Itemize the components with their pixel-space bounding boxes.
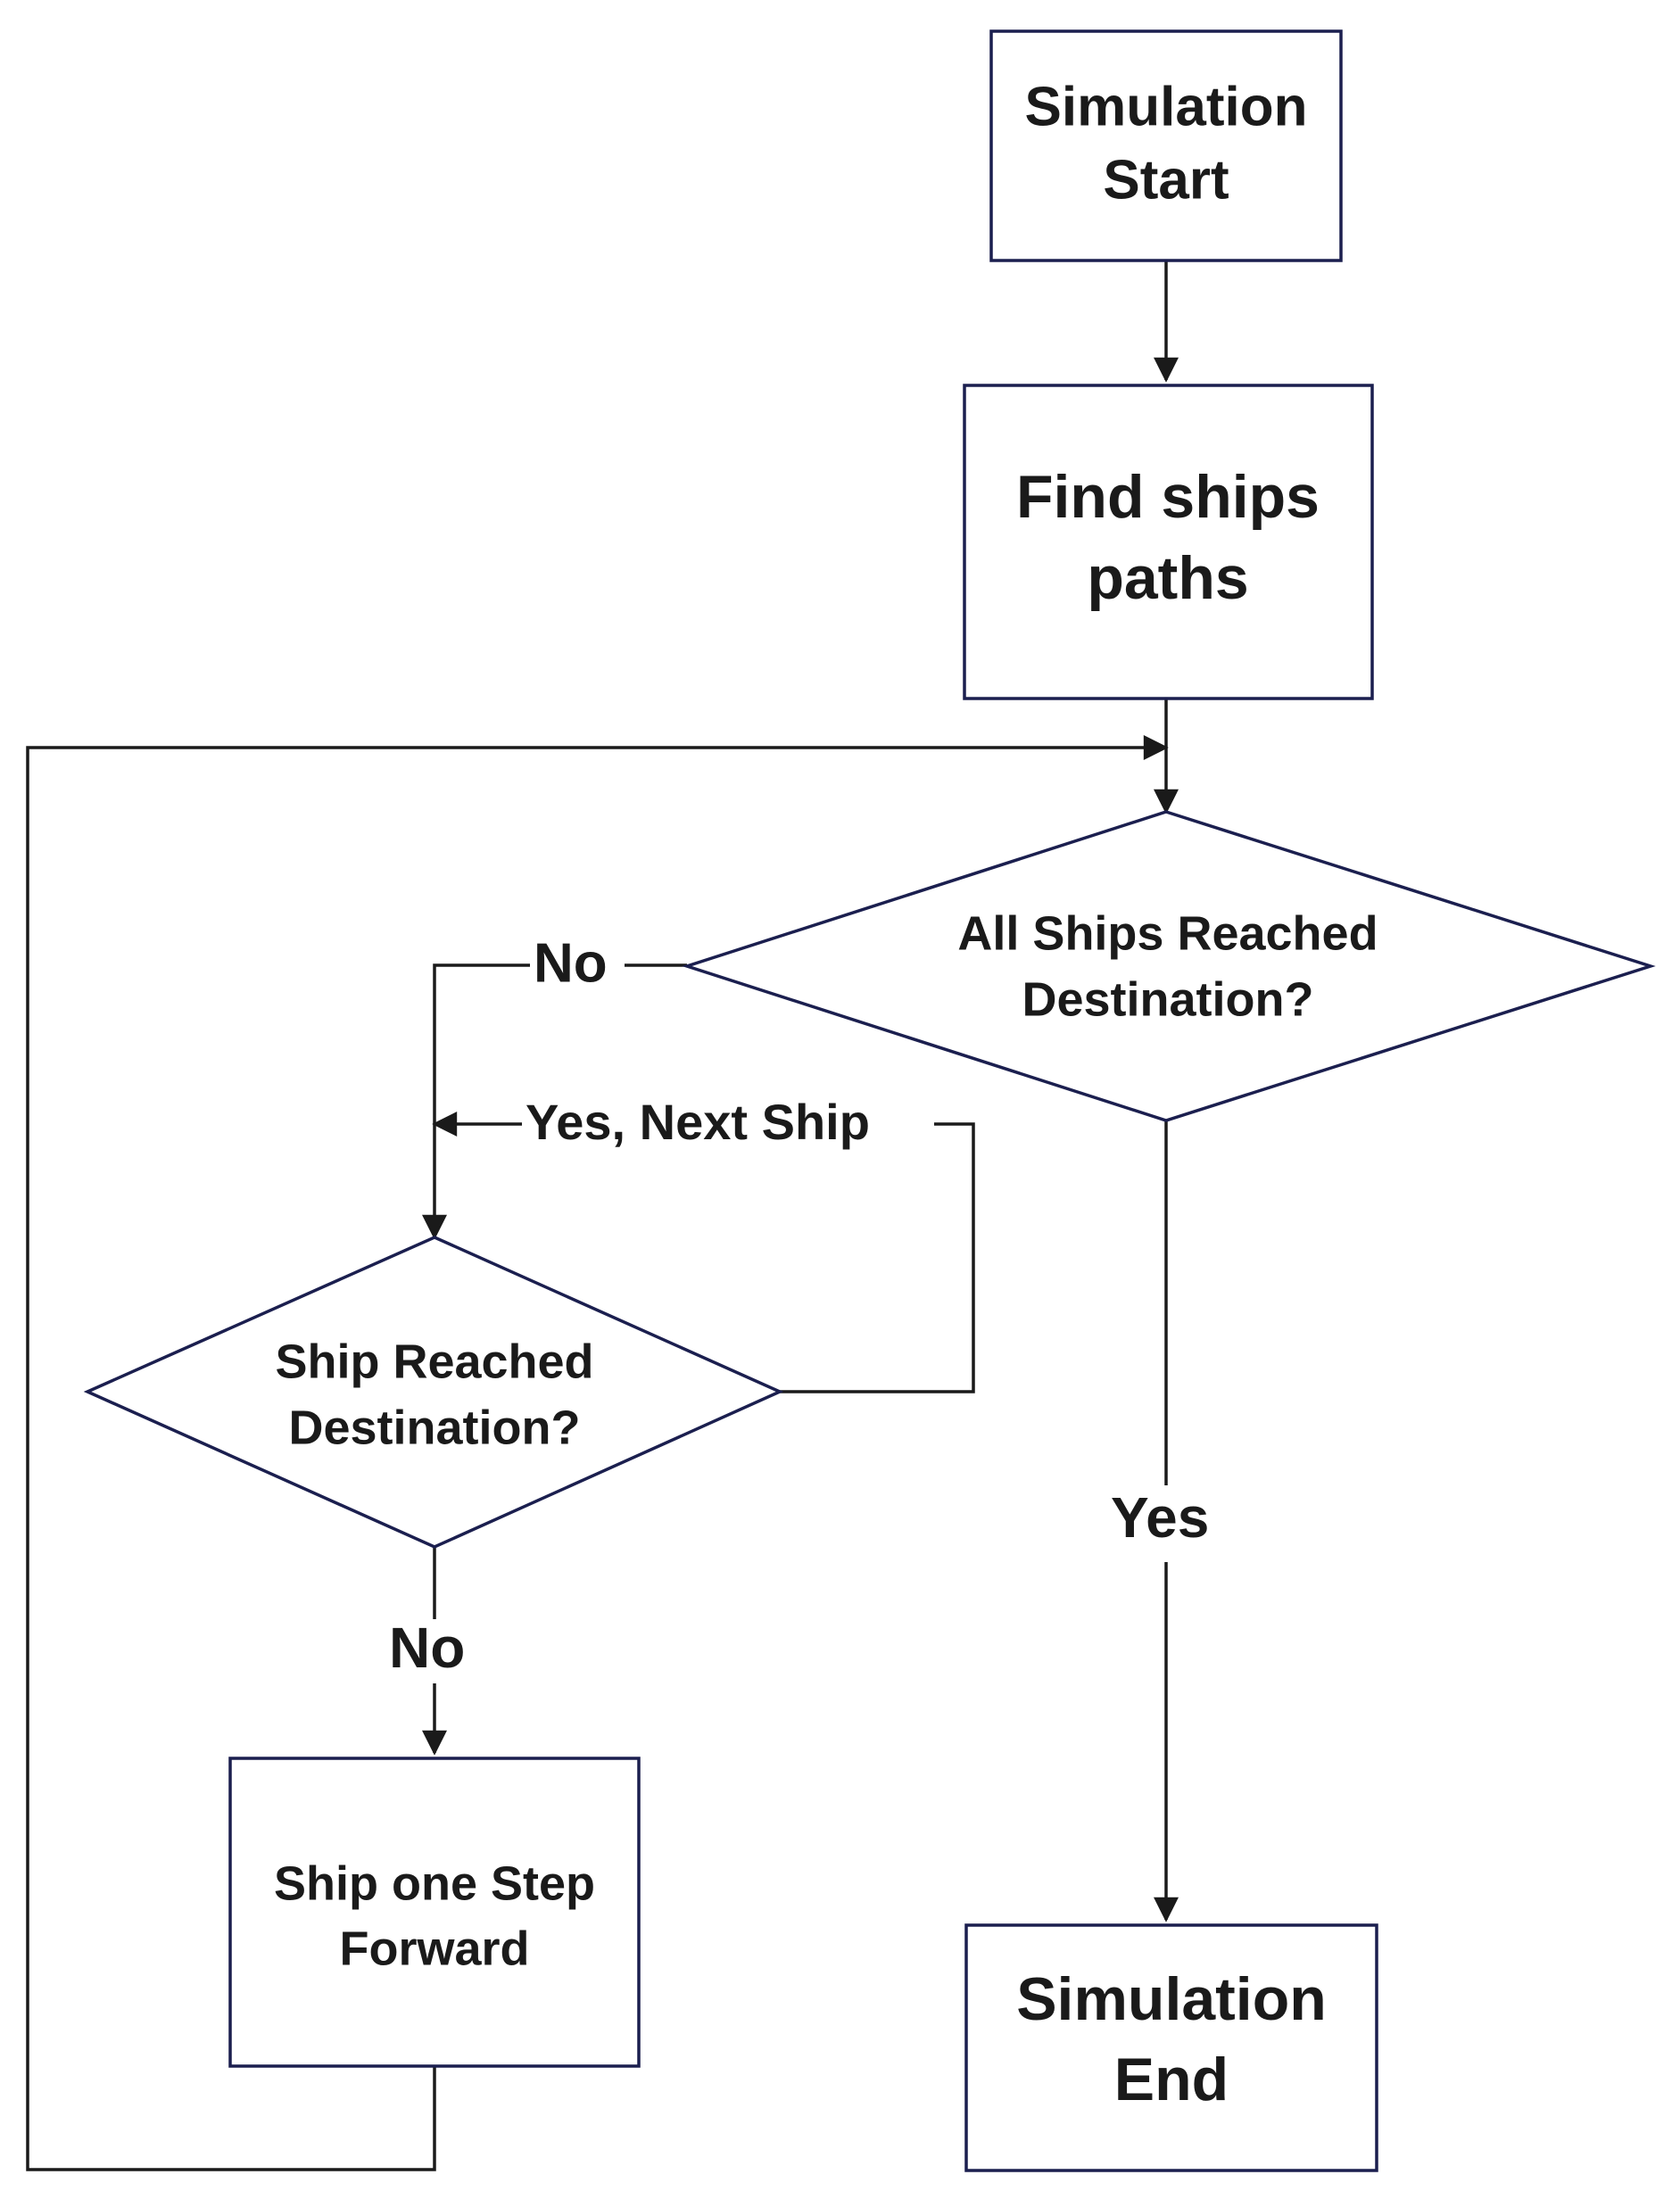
node-ship-reached-line1: Ship Reached [275,1335,593,1388]
node-step-forward-line2: Forward [339,1922,529,1975]
node-ship-reached-line2: Destination? [288,1401,580,1454]
node-end-line1: Simulation [1016,1965,1327,2033]
edge-loop-back [26,735,1169,2171]
node-step-forward-line1: Ship one Step [274,1856,595,1910]
node-simulation-end: Simulation End [964,1923,1378,2172]
node-start-line2: Start [1103,149,1229,211]
node-find-paths-line2: paths [1087,544,1248,612]
node-find-paths-line1: Find ships [1016,463,1320,531]
node-all-reached-line2: Destination? [1022,972,1313,1026]
node-ship-step-forward: Ship one Step Forward [228,1757,641,2068]
edge-label-ship-yes-next: Yes, Next Ship [526,1094,870,1150]
node-simulation-start: Simulation Start [989,29,1343,262]
edge-label-all-no: No [534,932,608,994]
node-all-ships-reached-decision: All Ships Reached Destination? [682,810,1656,1122]
edge-label-all-yes: Yes [1111,1485,1209,1550]
node-ship-reached-decision: Ship Reached Destination? [83,1236,784,1549]
node-all-reached-line1: All Ships Reached [957,906,1378,960]
node-find-ships-paths: Find ships paths [963,384,1374,700]
node-end-line2: End [1114,2046,1229,2113]
node-start-line1: Simulation [1025,76,1308,137]
edge-label-ship-no: No [389,1616,465,1680]
